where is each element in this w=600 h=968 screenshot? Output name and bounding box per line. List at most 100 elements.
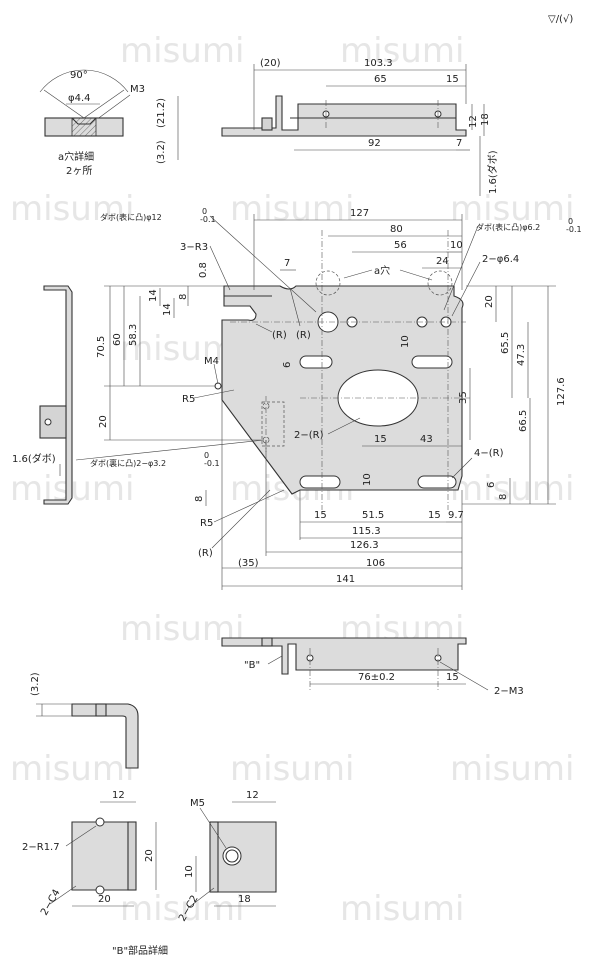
- svg-text:2−R1.7: 2−R1.7: [22, 842, 60, 853]
- svg-text:35: 35: [458, 391, 469, 404]
- svg-text:0: 0: [202, 207, 207, 216]
- svg-text:70.5: 70.5: [96, 336, 107, 358]
- svg-text:20: 20: [144, 849, 155, 862]
- svg-text:127.6: 127.6: [556, 377, 567, 406]
- svg-text:(35): (35): [238, 558, 259, 569]
- svg-text:(21.2): (21.2): [156, 98, 167, 128]
- svg-text:R5: R5: [182, 394, 195, 405]
- svg-text:misumi: misumi: [230, 189, 354, 229]
- svg-text:12: 12: [112, 790, 125, 801]
- svg-text:(3.2): (3.2): [156, 140, 167, 164]
- svg-text:6: 6: [486, 482, 497, 488]
- svg-text:103.3: 103.3: [364, 58, 393, 69]
- svg-text:65: 65: [374, 74, 387, 85]
- svg-text:misumi: misumi: [340, 889, 464, 929]
- svg-text:20: 20: [98, 415, 109, 428]
- svg-text:misumi: misumi: [450, 469, 574, 509]
- svg-text:-0.1: -0.1: [566, 225, 582, 234]
- svg-text:R5: R5: [200, 518, 213, 529]
- svg-text:"B": "B": [244, 660, 260, 671]
- svg-text:misumi: misumi: [450, 749, 574, 789]
- svg-text:14: 14: [162, 303, 173, 316]
- svg-text:8: 8: [498, 494, 509, 500]
- svg-text:1.6(ダボ): 1.6(ダボ): [486, 150, 499, 194]
- svg-text:43: 43: [420, 434, 433, 445]
- svg-text:ダボ(裏に凸)2−φ3.2: ダボ(裏に凸)2−φ3.2: [90, 458, 166, 468]
- side-detail: (3.2): [30, 672, 139, 769]
- svg-text:misumi: misumi: [120, 889, 244, 929]
- svg-text:M4: M4: [204, 356, 219, 367]
- svg-text:0.8: 0.8: [198, 262, 209, 278]
- svg-text:(R): (R): [296, 330, 311, 341]
- svg-text:20: 20: [98, 894, 111, 905]
- svg-text:10: 10: [450, 240, 463, 251]
- svg-text:misumi: misumi: [230, 749, 354, 789]
- svg-text:a穴: a穴: [374, 264, 390, 277]
- svg-text:M3: M3: [130, 84, 145, 95]
- svg-text:misumi: misumi: [450, 189, 574, 229]
- svg-text:14: 14: [148, 289, 159, 302]
- svg-text:7: 7: [284, 258, 290, 269]
- side-profile: 1.6(ダボ): [12, 285, 73, 505]
- svg-text:-0.1: -0.1: [200, 215, 216, 224]
- svg-text:15: 15: [314, 510, 327, 521]
- svg-text:8: 8: [194, 496, 205, 502]
- svg-text:misumi: misumi: [10, 189, 134, 229]
- svg-text:80: 80: [390, 224, 403, 235]
- svg-text:2−C4: 2−C4: [39, 888, 63, 918]
- svg-text:65.5: 65.5: [500, 332, 511, 354]
- svg-text:76±0.2: 76±0.2: [358, 672, 395, 683]
- svg-text:60: 60: [112, 333, 123, 346]
- svg-text:ダボ(表に凸)φ12: ダボ(表に凸)φ12: [100, 212, 162, 222]
- svg-text:(R): (R): [272, 330, 287, 341]
- svg-text:misumi: misumi: [10, 749, 134, 789]
- svg-text:2−φ6.4: 2−φ6.4: [482, 254, 519, 265]
- svg-text:7: 7: [456, 138, 462, 149]
- svg-text:18: 18: [238, 894, 251, 905]
- top-view: (20) 103.3 65 15 (21.2) (3.2) 12 18 92 7…: [156, 58, 499, 196]
- svg-text:2−(R): 2−(R): [294, 430, 324, 441]
- svg-text:-0.1: -0.1: [204, 459, 220, 468]
- svg-text:4−(R): 4−(R): [474, 448, 504, 459]
- svg-text:47.3: 47.3: [516, 344, 527, 366]
- svg-text:10: 10: [362, 473, 373, 486]
- detail-a: 90° φ4.4 M3 a穴詳細 2ヶ所: [39, 69, 145, 177]
- svg-text:127: 127: [350, 208, 369, 219]
- svg-text:M5: M5: [190, 798, 205, 809]
- svg-text:51.5: 51.5: [362, 510, 384, 521]
- svg-text:"B"部品詳細: "B"部品詳細: [112, 944, 168, 957]
- svg-text:92: 92: [368, 138, 381, 149]
- svg-text:12: 12: [468, 115, 479, 128]
- svg-text:141: 141: [336, 574, 355, 585]
- svg-text:2−M3: 2−M3: [494, 686, 524, 697]
- watermark: misumi misumi misumi misumi misumi misum…: [10, 31, 574, 929]
- svg-text:106: 106: [366, 558, 385, 569]
- svg-text:0: 0: [568, 217, 573, 226]
- svg-text:φ4.4: φ4.4: [68, 93, 91, 104]
- svg-text:misumi: misumi: [120, 31, 244, 71]
- svg-text:(20): (20): [260, 58, 281, 69]
- svg-text:9.7: 9.7: [448, 510, 464, 521]
- svg-text:3−R3: 3−R3: [180, 242, 208, 253]
- svg-text:1.6(ダボ): 1.6(ダボ): [12, 452, 56, 465]
- svg-text:6: 6: [282, 362, 293, 368]
- svg-text:10: 10: [400, 335, 411, 348]
- svg-text:2ヶ所: 2ヶ所: [66, 165, 92, 177]
- svg-text:24: 24: [436, 256, 449, 267]
- svg-text:58.3: 58.3: [128, 324, 139, 346]
- svg-text:126.3: 126.3: [350, 540, 379, 551]
- svg-text:90°: 90°: [70, 70, 88, 81]
- svg-text:10: 10: [184, 865, 195, 878]
- svg-text:ダボ(表に凸)φ6.2: ダボ(表に凸)φ6.2: [476, 222, 540, 232]
- detail-b: 12 2−R1.7 20 2−C4 20 M5 12 10 2−C2 18 "B…: [22, 790, 277, 957]
- bottom-view: "B" 76±0.2 15 2−M3: [221, 637, 524, 697]
- svg-text:20: 20: [484, 295, 495, 308]
- svg-text:15: 15: [446, 74, 459, 85]
- svg-text:0: 0: [204, 451, 209, 460]
- main-plate: 127 80 56 10 24 7 0.8 14 14 8 70.5 60 58…: [75, 207, 582, 590]
- svg-text:15: 15: [428, 510, 441, 521]
- svg-text:15: 15: [374, 434, 387, 445]
- svg-text:18: 18: [480, 113, 491, 126]
- svg-text:(3.2): (3.2): [30, 672, 41, 696]
